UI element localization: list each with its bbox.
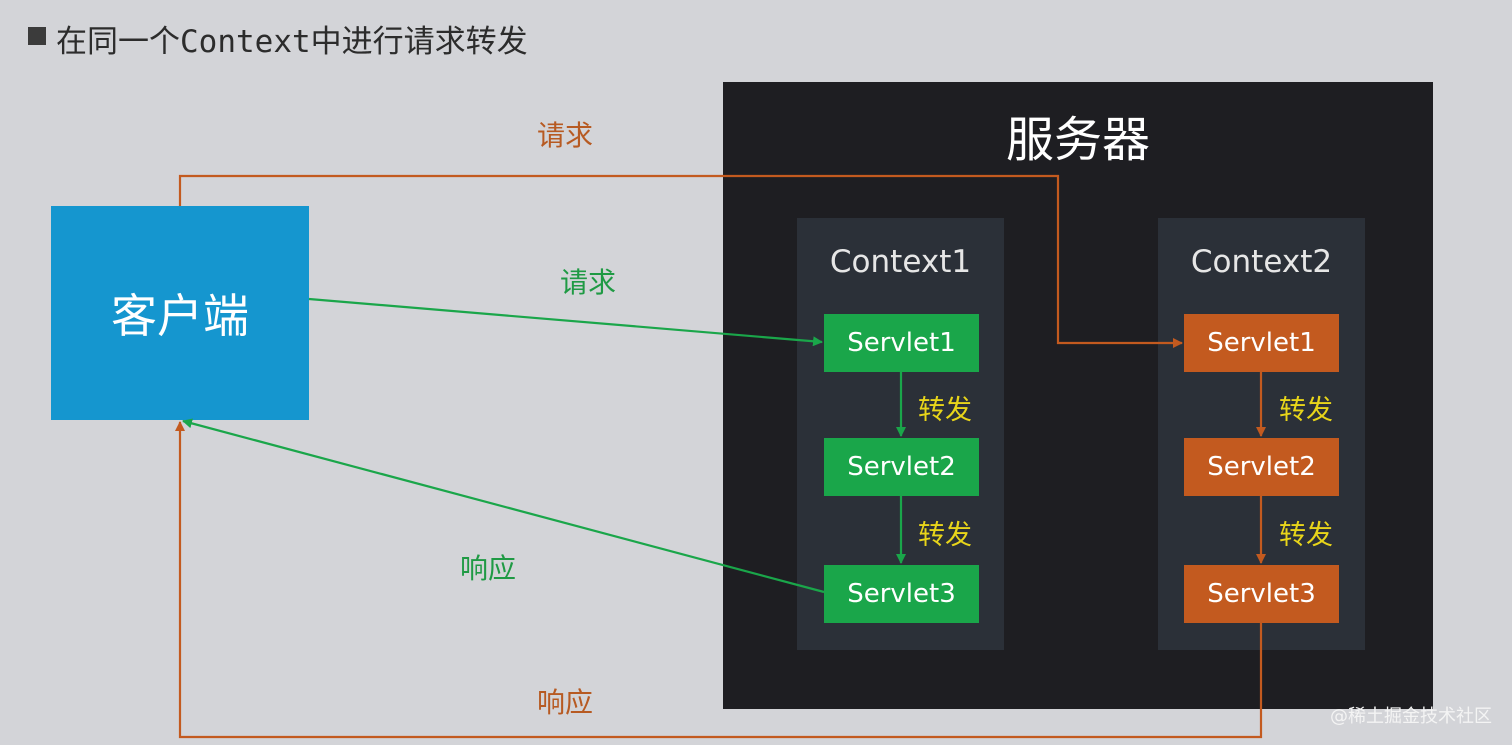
orange-request-line xyxy=(178,174,1183,348)
label-request-outer: 请求 xyxy=(537,119,594,152)
label-forward-c1-1: 转发 xyxy=(918,395,972,426)
label-forward-c1-2: 转发 xyxy=(918,520,972,551)
server-title: 服务器 xyxy=(1005,112,1150,168)
context2-servlet2: Servlet2 xyxy=(1184,438,1339,496)
label-response-inner: 响应 xyxy=(460,552,517,585)
client-box: 客户端 xyxy=(51,206,309,420)
heading: 在同一个Context中进行请求转发 xyxy=(56,24,528,60)
label-forward-c2-1: 转发 xyxy=(1279,395,1333,426)
context2-servlet3: Servlet3 xyxy=(1184,565,1339,623)
context1-title: Context1 xyxy=(829,244,972,280)
context2-servlet1: Servlet1 xyxy=(1184,314,1339,372)
label-forward-c2-2: 转发 xyxy=(1279,520,1333,551)
green-request-line xyxy=(308,297,823,347)
orange-response-line xyxy=(175,421,1263,739)
watermark: @稀土掘金技术社区 xyxy=(1330,706,1492,727)
context1-servlet2: Servlet2 xyxy=(824,438,979,496)
label-response-outer: 响应 xyxy=(537,686,594,719)
context1-servlet1: Servlet1 xyxy=(824,314,979,372)
context1-servlet3: Servlet3 xyxy=(824,565,979,623)
context2-title: Context2 xyxy=(1190,244,1333,280)
green-response-line xyxy=(182,418,825,594)
heading-bullet-icon xyxy=(28,27,46,45)
label-request-inner: 请求 xyxy=(560,266,617,299)
